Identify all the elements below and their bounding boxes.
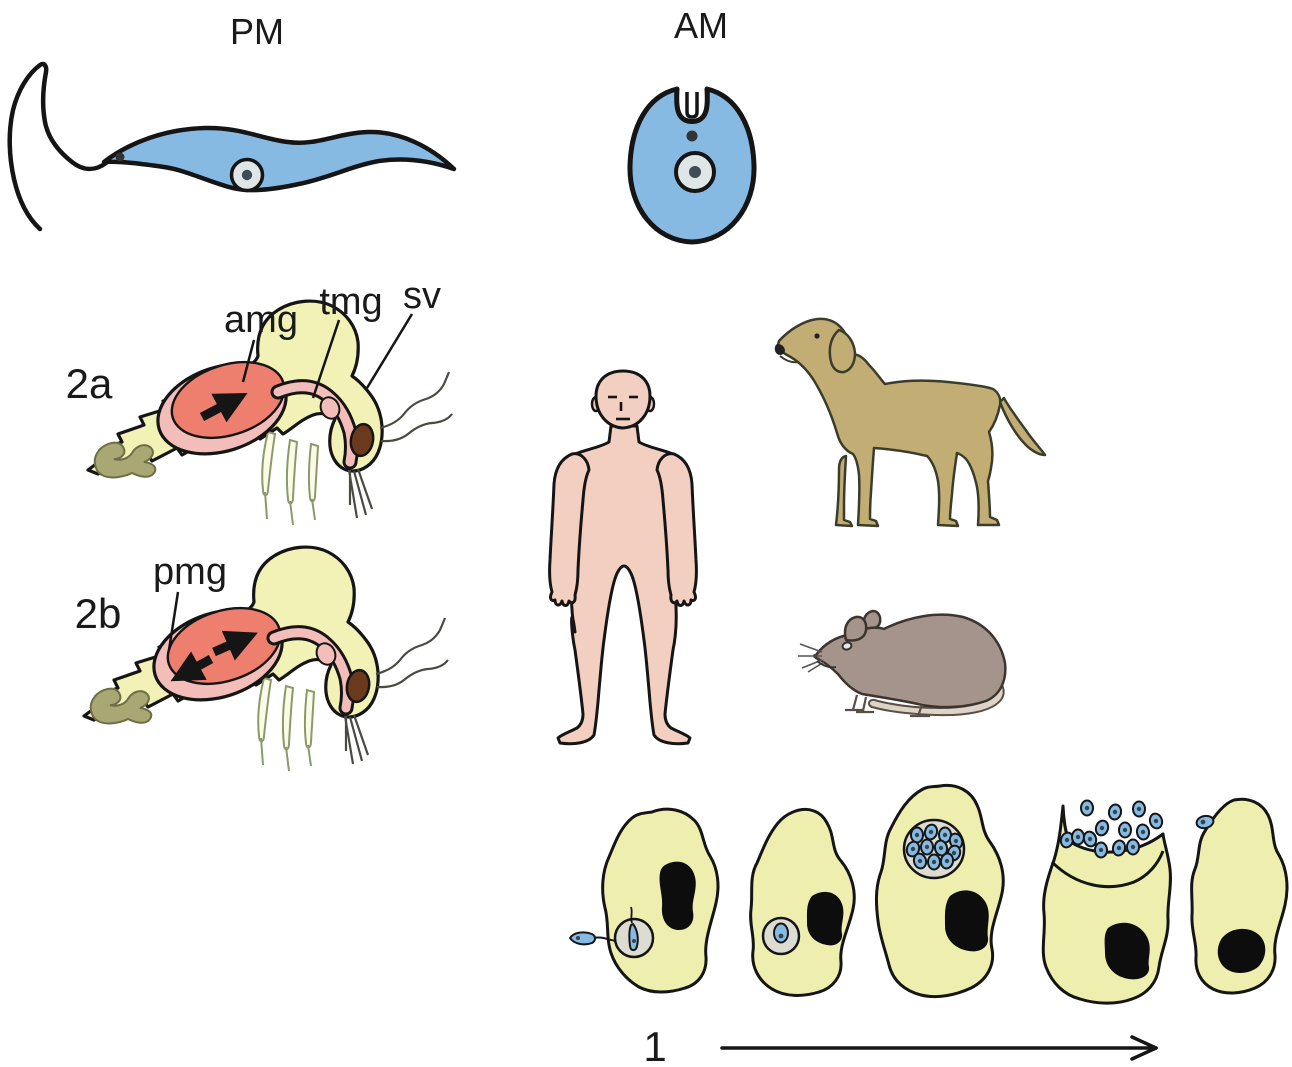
- panel-label-2a: 2a: [66, 360, 113, 407]
- tmg-label: tmg: [319, 281, 382, 323]
- sv-leader: [365, 313, 414, 389]
- macrophage-1-body: [601, 807, 720, 994]
- pmg-label: pmg: [153, 551, 227, 593]
- promastigote-body: [101, 125, 457, 193]
- sv-label: sv: [403, 275, 441, 317]
- vacuole-promastigote-body: [628, 923, 639, 952]
- amastigote-kinetoplast: [686, 130, 698, 142]
- rat-legs: [845, 694, 930, 718]
- vacuole-promastigote-flagellum: [630, 906, 633, 924]
- human-right-arm: [655, 452, 698, 607]
- macrophage-cells: [601, 783, 1289, 1005]
- dog-ear: [828, 328, 857, 374]
- promastigote-figure: [7, 61, 457, 232]
- dog-tail: [998, 396, 1047, 457]
- rat-mouth: [816, 660, 837, 669]
- entering-promastigote-body: [569, 931, 596, 946]
- am-label: AM: [674, 5, 728, 46]
- parasite-dots: [576, 805, 1206, 943]
- macrophage-4-nucleus: [1104, 922, 1150, 980]
- pmg-leader: [167, 591, 180, 651]
- cycle-parasites: [569, 799, 1215, 952]
- cycle-progression: 1: [643, 1023, 1158, 1067]
- rat-body-group: [814, 609, 1007, 709]
- sandfly-2b: 2b pmg: [75, 547, 448, 771]
- dog-nose: [774, 344, 785, 355]
- human-left-arm: [548, 452, 591, 607]
- promastigote-nucleolus: [241, 169, 253, 181]
- amg-leader: [241, 339, 256, 383]
- dog-eye: [814, 333, 820, 339]
- progression-arrow: [720, 1035, 1158, 1061]
- tmg-leader: [311, 319, 341, 399]
- label-leader-lines-2a: [241, 313, 414, 399]
- macrophage-3-body: [874, 783, 1005, 999]
- dog-figure: [774, 317, 1047, 528]
- macrophage-nuclei: [659, 861, 1266, 980]
- promastigote-kinetoplast: [115, 152, 125, 162]
- macrophage-3-nucleus: [944, 890, 989, 952]
- rat-eye: [841, 641, 853, 651]
- human-head: [594, 369, 652, 430]
- dog-mouth: [779, 355, 800, 364]
- pm-label: PM: [230, 11, 284, 52]
- amastigote-nucleolus: [689, 166, 701, 178]
- burst-vacuole-membrane: [1050, 850, 1165, 889]
- rat-front-ear: [843, 615, 868, 642]
- gut-arrow-2b-back: [170, 651, 214, 682]
- vacuole-amastigote: [773, 922, 789, 944]
- macrophage-1-nucleus: [659, 861, 696, 930]
- amastigote-flagellum-stub: [685, 92, 699, 119]
- promastigote-flagellum: [7, 61, 109, 232]
- dog-hidden-front-leg: [834, 454, 854, 528]
- human-face: [608, 395, 638, 421]
- cycle-step-label: 1: [643, 1023, 666, 1067]
- amg-label: amg: [224, 299, 298, 341]
- rat-figure: [798, 609, 1007, 718]
- gut-arrow-2a: [199, 392, 248, 423]
- human-torso-legs: [554, 424, 694, 746]
- dog-body: [777, 317, 1002, 528]
- gut-arrow-2b-forward: [212, 630, 258, 661]
- macrophage-2-nucleus: [806, 891, 844, 946]
- macrophage-5-nucleus: [1217, 928, 1266, 973]
- sandfly-2a: 2a amg tmg sv: [66, 275, 452, 525]
- amastigote-figure: [627, 86, 757, 245]
- human-figure: [548, 369, 698, 746]
- panel-label-2b: 2b: [75, 590, 122, 637]
